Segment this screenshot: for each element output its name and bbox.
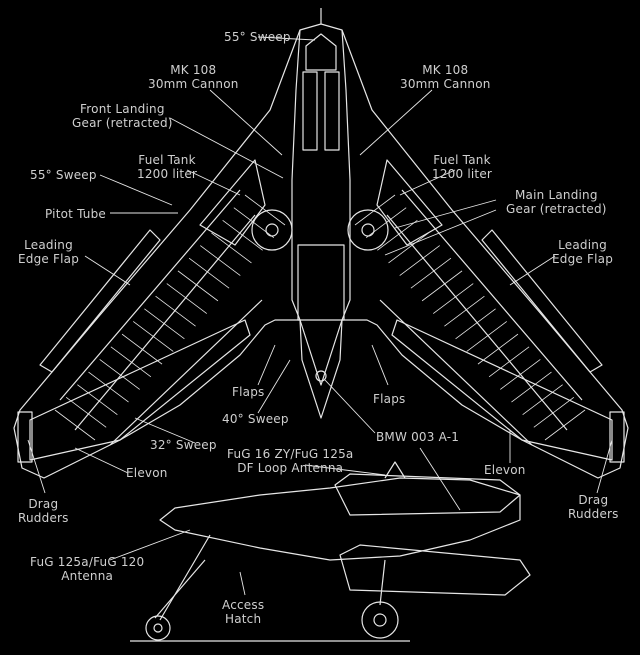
left-main-wheel: [251, 209, 293, 251]
left-wing-rib: [244, 194, 286, 226]
label-sweep-32: 32° Sweep: [150, 438, 217, 452]
wing-ribs: [54, 194, 586, 441]
left-wing-rib: [233, 207, 275, 238]
side-upper-engine: [334, 473, 521, 516]
tail-nozzle: [315, 370, 327, 382]
left-wing-rib: [144, 308, 185, 340]
label-sweep-55-left: 55° Sweep: [30, 168, 97, 182]
right-fuel-tank: [376, 159, 443, 246]
side-nose-gear-leg: [159, 534, 211, 621]
right-cannon: [324, 71, 340, 151]
side-lower-engine: [339, 544, 531, 596]
center-body: [291, 29, 351, 321]
right-wing-rib: [544, 409, 586, 441]
label-bmw: BMW 003 A-1: [376, 430, 460, 444]
leader-lines: [27, 36, 613, 596]
label-front-gear: Front Landing Gear (retracted): [72, 102, 173, 130]
right-wing-rib: [421, 270, 463, 302]
label-main-gear: Main Landing Gear (retracted): [506, 188, 607, 216]
right-wing-rib: [466, 321, 508, 352]
left-wing-rib: [177, 270, 219, 302]
right-wing-rib: [455, 308, 496, 340]
left-wing-rib: [99, 359, 140, 390]
canopy: [305, 33, 337, 71]
left-drag-rudder: [17, 411, 33, 463]
label-fug-antenna: FuG 125a/FuG 120 Antenna: [30, 555, 145, 583]
label-fuel-left: Fuel Tank 1200 liter: [137, 153, 198, 181]
left-main-wheel-hub: [265, 223, 279, 237]
left-wing-rib: [166, 283, 208, 314]
left-wing-rib: [121, 333, 163, 365]
side-dorsal-antenna: [384, 461, 406, 479]
left-wing-rib: [132, 321, 174, 352]
side-view: [130, 461, 531, 642]
right-wing-rib: [500, 359, 541, 390]
left-wing-rib: [222, 219, 263, 251]
right-wing-rib: [399, 245, 440, 276]
left-wing-rib: [77, 384, 118, 416]
right-elevon: [391, 319, 613, 461]
right-wing-rib: [388, 232, 429, 264]
label-elevon-right: Elevon: [484, 463, 526, 477]
right-wing-rib: [354, 194, 396, 226]
right-wing-rib: [432, 283, 474, 314]
side-main-wheel-hub: [373, 613, 387, 627]
left-leading-edge-flap: [39, 229, 161, 373]
wing-outline: [13, 23, 629, 479]
right-wing-rib: [365, 207, 407, 238]
label-drag-left: Drag Rudders: [18, 497, 69, 525]
side-nose-wheel: [145, 615, 171, 641]
label-fuel-right: Fuel Tank 1200 liter: [432, 153, 493, 181]
left-wing-rib: [211, 232, 252, 264]
right-wing-rib: [511, 371, 552, 403]
left-elevon: [29, 319, 251, 461]
label-flaps-right: Flaps: [373, 392, 406, 406]
side-main-gear-leg: [379, 559, 386, 606]
left-wing-rib: [110, 346, 152, 378]
tail-cone: [299, 319, 343, 386]
right-wing-rib: [522, 384, 563, 416]
label-fug-df: FuG 16 ZY/FuG 125a DF Loop Antenna: [227, 447, 354, 475]
left-cannon: [302, 71, 318, 151]
label-le-flap-right: Leading Edge Flap: [552, 238, 614, 266]
label-sweep-40: 40° Sweep: [222, 412, 289, 426]
label-le-flap-left: Leading Edge Flap: [18, 238, 80, 266]
side-main-wheel: [361, 601, 399, 639]
label-mk108-left: MK 108 30mm Cannon: [148, 63, 239, 91]
right-main-wheel-hub: [361, 223, 375, 237]
label-elevon-left: Elevon: [126, 466, 168, 480]
side-nose-wheel-hub: [153, 623, 163, 633]
right-wing-rib: [533, 397, 575, 428]
label-pitot: Pitot Tube: [45, 207, 106, 221]
engine-bay: [297, 244, 345, 321]
right-drag-rudder: [609, 411, 625, 463]
left-wing-rib: [200, 245, 241, 276]
label-sweep-top: 55° Sweep: [224, 30, 291, 44]
label-mk108-right: MK 108 30mm Cannon: [400, 63, 491, 91]
left-wing-rib: [155, 295, 196, 327]
label-access-hatch: Access Hatch: [222, 598, 265, 626]
left-wing-rib: [54, 409, 96, 441]
right-wing-rib: [488, 346, 530, 378]
left-wing-rib: [188, 257, 230, 289]
right-main-wheel: [347, 209, 389, 251]
right-leading-edge-flap: [481, 229, 603, 373]
right-wing-rib: [410, 257, 452, 289]
side-nose-gear-strut: [154, 559, 206, 619]
right-wing-rib: [377, 219, 418, 251]
right-wing-rib: [444, 295, 485, 327]
right-wing-rib: [477, 333, 519, 365]
left-wing-rib: [88, 371, 129, 403]
side-fuselage: [159, 477, 521, 561]
left-wing-rib: [65, 397, 107, 428]
label-drag-right: Drag Rudders: [568, 493, 619, 521]
left-fuel-tank: [199, 159, 266, 246]
label-flaps-left: Flaps: [232, 385, 265, 399]
